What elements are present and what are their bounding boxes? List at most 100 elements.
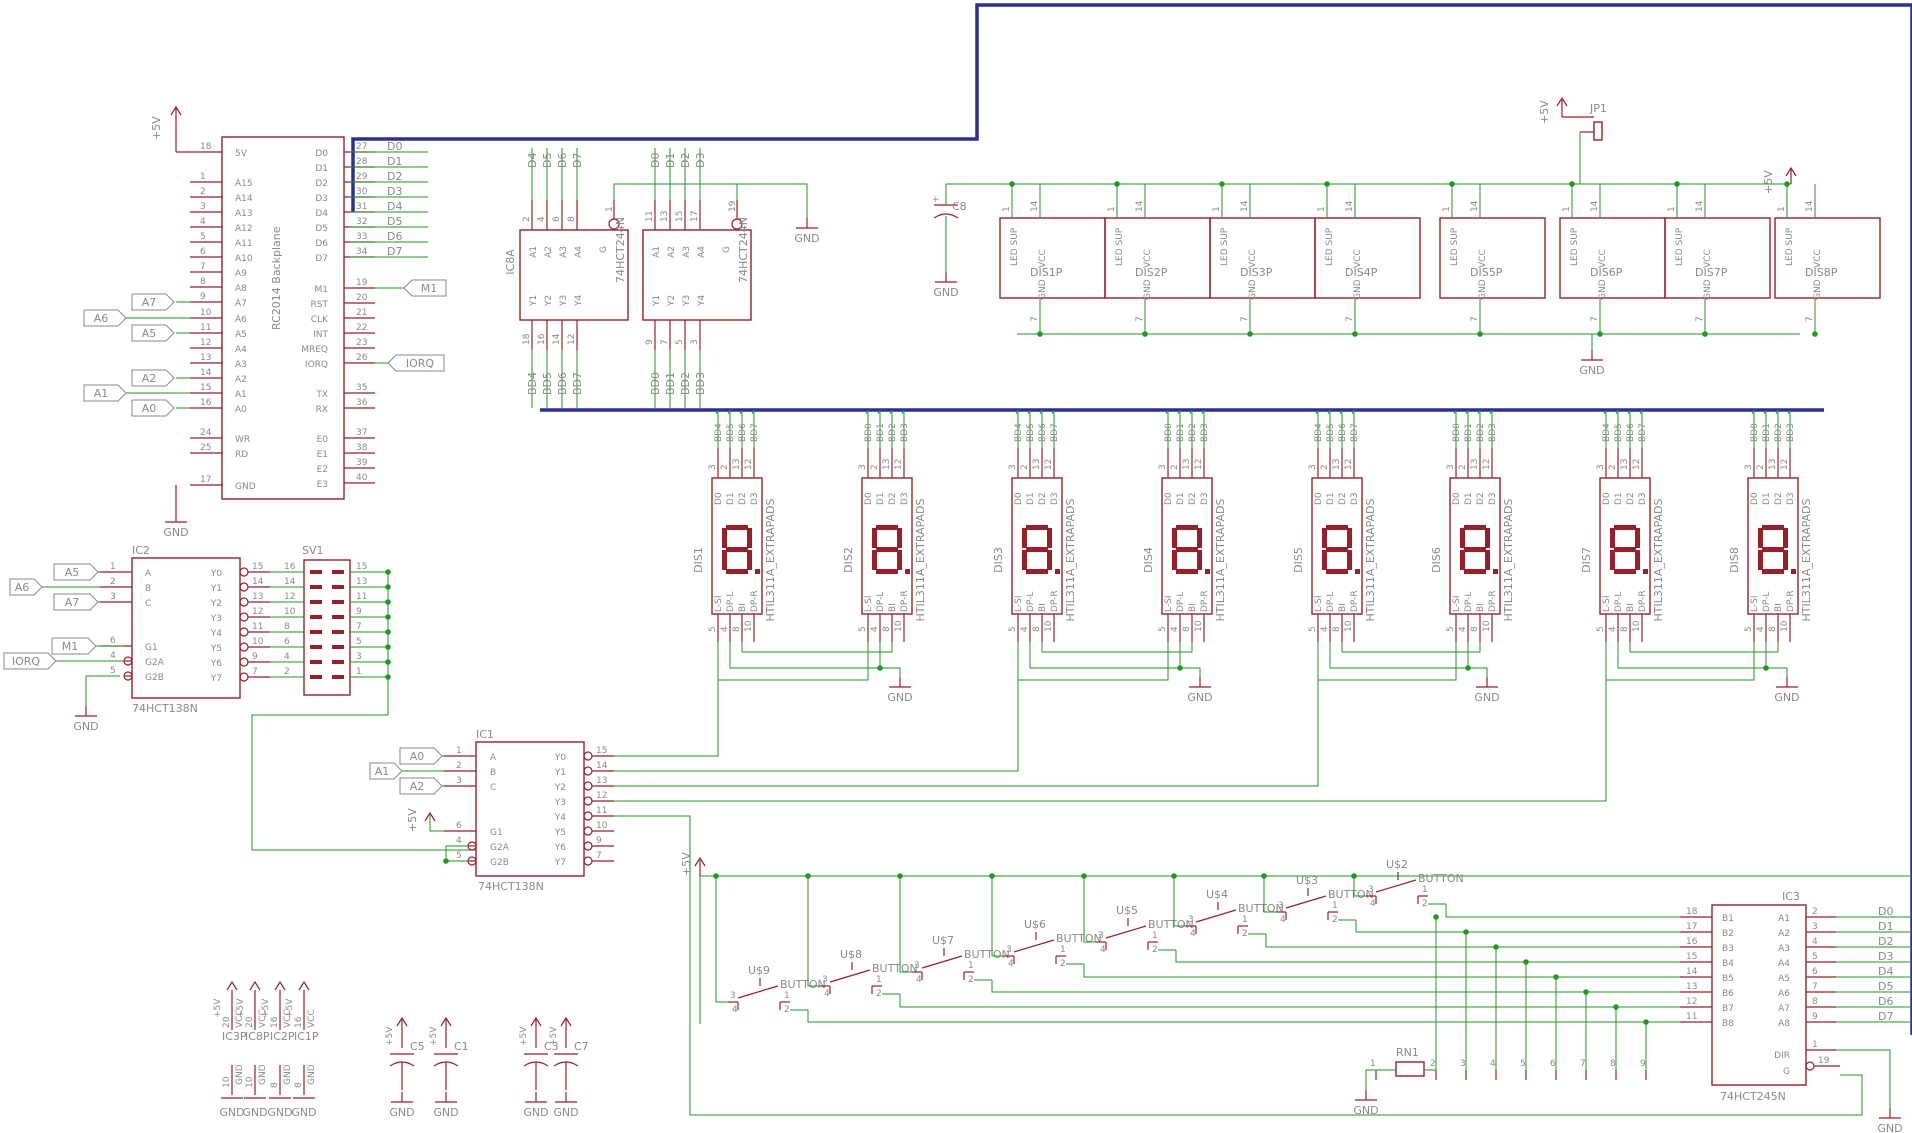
pin-name: BI — [1626, 603, 1636, 612]
pin-number: 13 — [882, 459, 892, 470]
pin-number: 6 — [200, 247, 206, 257]
pin-name: BI — [1338, 603, 1348, 612]
pin-number: 10 — [222, 1076, 232, 1088]
pin-number: 14 — [1345, 200, 1355, 212]
pin-number: 2 — [1608, 464, 1618, 470]
header-pin — [310, 660, 322, 664]
pin-number: 8 — [1032, 626, 1042, 632]
pin-name: C — [145, 599, 151, 609]
segment — [1762, 569, 1784, 574]
segment — [1347, 528, 1352, 548]
segment — [1635, 550, 1640, 570]
pin-name: D3 — [1350, 492, 1360, 505]
wire — [1630, 642, 1779, 653]
pin-number: 10 — [200, 308, 212, 318]
pin-name: D4 — [315, 209, 328, 219]
pin-name: DP-R — [750, 590, 760, 612]
wire — [1353, 876, 1366, 897]
pin-number: 14 — [1686, 967, 1698, 977]
pin-number: 3 — [1308, 464, 1318, 470]
gnd-label: GND — [523, 1106, 548, 1119]
net-flag-shape — [9, 578, 43, 596]
pin-number: 6 — [1812, 967, 1818, 977]
net-label: BD3 — [1200, 423, 1210, 442]
pin-number: 4 — [1190, 929, 1196, 939]
net-label: D3 — [694, 153, 707, 168]
power-body — [1439, 217, 1546, 299]
net-flag-shape — [369, 762, 403, 780]
wire — [807, 876, 820, 987]
vcc-arrow — [1556, 96, 1568, 107]
pin-number: 3 — [1188, 915, 1194, 925]
pin-number: 9 — [1812, 1012, 1818, 1022]
net-flag-label: A6 — [15, 581, 30, 594]
net-label: BD3 — [1786, 423, 1796, 442]
segment — [1326, 569, 1348, 574]
part-number: HTIL311A_EXTRAPADS — [764, 498, 777, 621]
pin-number: 26 — [356, 353, 368, 363]
pin-name: A1 — [652, 246, 662, 258]
gnd-symbol: GND — [933, 272, 959, 299]
pin-number: 4 — [916, 975, 922, 985]
pin-number: 14 — [596, 761, 608, 771]
junction-dot — [1583, 989, 1589, 995]
pin-name: GND — [1598, 279, 1608, 300]
pin-name: D3 — [1638, 492, 1648, 505]
pin-number: 35 — [356, 383, 367, 393]
pin-number: 13 — [1620, 459, 1630, 470]
segment — [876, 525, 898, 530]
pin-name: G2B — [490, 858, 509, 868]
pin-name: C — [490, 783, 496, 793]
pin-number: 8 — [567, 216, 577, 222]
gnd-label: GND — [163, 526, 188, 539]
gnd-label: GND — [1877, 1122, 1902, 1133]
pin-name: B2 — [1722, 929, 1734, 939]
pin-number: 5 — [110, 666, 116, 676]
vcc-arrow — [274, 980, 286, 991]
pin-number: 5 — [200, 232, 206, 242]
net-flag: A7 — [53, 593, 99, 611]
segment — [1783, 550, 1788, 570]
display-7: 3D0BD42D1BD513D2BD612D3BD75L-SI4DP-L8BI1… — [1580, 409, 1665, 668]
part-ref: U$7 — [932, 934, 954, 947]
pin-number: 31 — [356, 202, 367, 212]
header-pin — [332, 630, 344, 634]
pin-name: RD — [235, 450, 248, 460]
segment — [1047, 528, 1052, 548]
wire — [1330, 667, 1488, 677]
bus-entry — [1039, 409, 1043, 415]
junction-dot — [1433, 914, 1439, 920]
jp-body — [1593, 121, 1603, 141]
wire — [85, 675, 120, 706]
gnd-symbol: GND — [1353, 1090, 1379, 1117]
junction-dot — [1674, 181, 1680, 187]
pin-number: 10 — [1780, 620, 1790, 632]
net-flag-shape — [387, 354, 445, 372]
button-contact — [1195, 909, 1237, 923]
part-ref: DIS6 — [1430, 547, 1443, 573]
segment — [1485, 550, 1490, 570]
junction-dot — [897, 873, 903, 879]
segment — [1783, 528, 1788, 548]
net-flag-label: IORQ — [12, 655, 41, 668]
pin-number: 11 — [356, 592, 367, 602]
pin-name: L-SI — [1750, 596, 1760, 612]
segment — [726, 547, 748, 552]
pin-name: A2 — [1778, 929, 1790, 939]
pin-number: 3 — [1008, 464, 1018, 470]
net-label: BD5 — [1026, 423, 1036, 442]
pin-number: 1 — [456, 746, 462, 756]
part-ref: U$8 — [840, 948, 862, 961]
button-contact — [921, 955, 963, 969]
header-pin — [310, 615, 322, 619]
pin-number: 32 — [356, 217, 367, 227]
net-label: BD6 — [1038, 423, 1048, 442]
pin-number: 13 — [1686, 982, 1697, 992]
gnd-symbol: GND — [1774, 677, 1800, 704]
net-label: BD7 — [1638, 423, 1648, 442]
pin-number: 11 — [1686, 1012, 1697, 1022]
pin-number: 3 — [1368, 885, 1374, 895]
net-flag-shape — [83, 309, 127, 327]
pin-name: A — [490, 753, 497, 763]
net-flag-label: A2 — [142, 372, 157, 385]
